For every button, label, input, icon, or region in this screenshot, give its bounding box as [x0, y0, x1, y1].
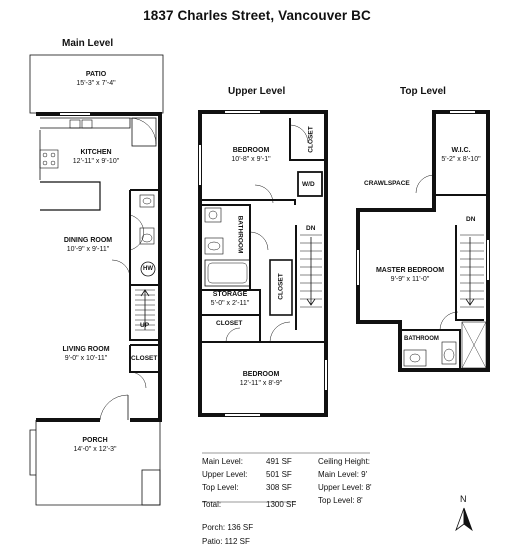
top-level-label: Top Level — [400, 86, 446, 97]
upper-closet-3-label: CLOSET — [216, 320, 243, 327]
total-area-value: 1300 SF — [266, 500, 297, 509]
ceiling-main: Main Level: 9' — [318, 470, 368, 479]
ceiling-heights: Ceiling Height: Main Level: 9' Upper Lev… — [318, 455, 372, 507]
upper-bathroom-label: BATHROOM — [236, 215, 244, 254]
main-closet-label: CLOSET — [131, 355, 158, 362]
main-area-value: 491 SF — [266, 457, 292, 466]
bathtub — [204, 259, 251, 287]
upper-level-plan — [198, 110, 328, 417]
crawlspace-label: CRAWLSPACE — [364, 180, 410, 187]
top-area-value: 308 SF — [266, 483, 292, 492]
upper-closet-2-label: CLOSET — [277, 273, 285, 300]
hw-label: HW — [143, 266, 153, 272]
total-area-label: Total: — [202, 500, 222, 509]
hot-water-tank — [140, 261, 156, 277]
main-exterior-walls — [36, 112, 162, 422]
upper-level-label: Upper Level — [228, 86, 286, 97]
walk-in-closet-label: W.I.C.5'-2" x 8'-10" — [441, 147, 481, 163]
north-label: N — [460, 494, 467, 504]
upper-stair-down-label: DN — [306, 225, 316, 232]
top-stair-down-label: DN — [466, 216, 476, 223]
shower — [461, 321, 487, 369]
ceiling-top: Top Level: 8' — [318, 496, 363, 505]
stair-down-arrow — [306, 237, 316, 306]
upper-area-value: 501 SF — [266, 470, 292, 479]
stair-up-arrow — [140, 289, 150, 330]
top-exterior-walls — [356, 110, 490, 372]
main-level-label: Main Level — [62, 38, 114, 49]
top-bathroom-label: BATHROOM — [404, 336, 439, 342]
main-level-plan — [29, 54, 164, 506]
main-area-label: Main Level: — [202, 457, 243, 466]
top-level-plan — [356, 110, 490, 372]
north-arrow — [455, 507, 473, 532]
patio-area: Patio: 112 SF — [202, 537, 250, 546]
ceiling-upper: Upper Level: 8' — [318, 483, 372, 492]
porch-area: Porch: 136 SF — [202, 523, 254, 532]
upper-closet-1-label: CLOSET — [307, 126, 315, 153]
top-area-label: Top Level: — [202, 483, 239, 492]
washer-dryer — [297, 171, 323, 197]
upper-area-label: Upper Level: — [202, 470, 248, 479]
stair-up-label: UP — [140, 322, 150, 329]
washer-dryer-label: W/D — [302, 181, 315, 188]
page-title: 1837 Charles Street, Vancouver BC — [143, 8, 371, 23]
area-table: Main Level: 491 SF Upper Level: 501 SF Top… — [202, 455, 296, 511]
ceiling-heading: Ceiling Height: — [318, 457, 371, 466]
